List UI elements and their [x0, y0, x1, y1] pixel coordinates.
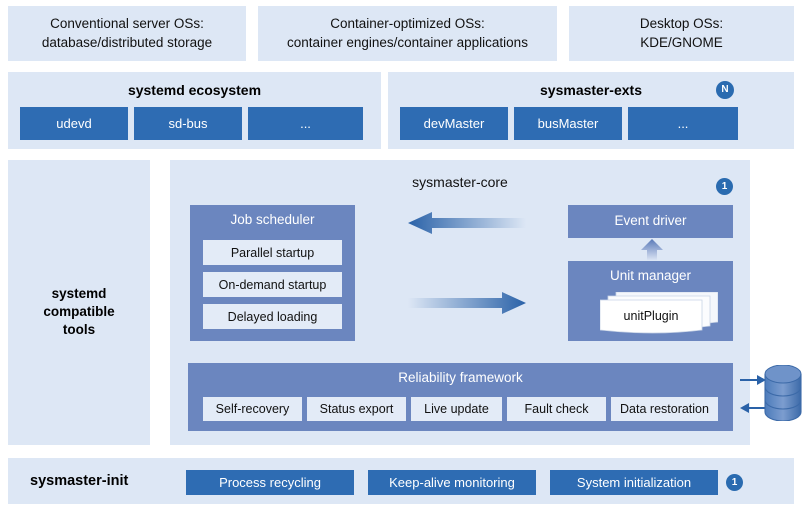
systemd-item-udevd[interactable]: udevd [20, 107, 128, 140]
arrow-right-gradient [408, 292, 526, 314]
job-scheduler-item-parallel-startup[interactable]: Parallel startup [203, 240, 342, 265]
init-item-keep-alive-monitoring[interactable]: Keep-alive monitoring [368, 470, 536, 495]
arrow-up-gradient [641, 239, 663, 261]
os-panel-line1: Conventional server OSs: [50, 16, 204, 32]
reliability-item-fault-check[interactable]: Fault check [507, 397, 606, 421]
os-panel-line2: database/distributed storage [41, 34, 213, 50]
reliability-framework-title: Reliability framework [398, 370, 523, 385]
unit-manager-title: Unit manager [609, 268, 692, 283]
unit-plugin-label: unitPlugin [624, 309, 679, 323]
reliability-item-live-update[interactable]: Live update [411, 397, 502, 421]
systemd-compatible-tools-label: systemd compatible tools [8, 285, 150, 340]
init-item-system-initialization[interactable]: System initialization [550, 470, 718, 495]
job-scheduler-item-on-demand-startup[interactable]: On-demand startup [203, 272, 342, 297]
left-label-line1: systemd [51, 286, 107, 301]
systemd-ecosystem-title: systemd ecosystem [127, 82, 262, 98]
job-scheduler-title: Job scheduler [230, 212, 315, 227]
reliability-item-status-export[interactable]: Status export [307, 397, 406, 421]
exts-item-busmaster[interactable]: busMaster [514, 107, 622, 140]
sysmaster-init-label: sysmaster-init [30, 473, 129, 489]
database-cylinder-icon [764, 365, 802, 421]
arrow-from-database [740, 403, 766, 413]
event-driver-title: Event driver [614, 213, 687, 228]
init-item-process-recycling[interactable]: Process recycling [186, 470, 354, 495]
sysmaster-init-badge: 1 [726, 474, 743, 491]
left-label-line2: compatible [43, 304, 115, 320]
os-panel-desktop: Desktop OSs: KDE/GNOME [569, 6, 794, 61]
event-driver-box: Event driver [568, 205, 733, 238]
reliability-item-self-recovery[interactable]: Self-recovery [203, 397, 302, 421]
exts-item-devmaster[interactable]: devMaster [400, 107, 508, 140]
os-panel-line2: KDE/GNOME [640, 34, 723, 50]
systemd-item-more[interactable]: ... [248, 107, 363, 140]
sysmaster-exts-badge: N [716, 81, 734, 99]
exts-item-more[interactable]: ... [628, 107, 738, 140]
systemd-compatible-tools-panel [8, 160, 150, 445]
os-panel-line1: Desktop OSs: [639, 16, 724, 32]
os-panel-line2: container engines/container applications [287, 34, 528, 50]
systemd-item-sd-bus[interactable]: sd-bus [134, 107, 242, 140]
os-panel-conventional-server: Conventional server OSs: database/distri… [8, 6, 246, 61]
os-panel-line1: Container-optimized OSs: [330, 16, 485, 32]
arrow-left-gradient [408, 212, 526, 234]
sysmaster-core-title: sysmaster-core [412, 174, 508, 190]
reliability-item-data-restoration[interactable]: Data restoration [611, 397, 718, 421]
unit-plugin-stack[interactable]: unitPlugin [600, 292, 718, 334]
os-panel-container-optimized: Container-optimized OSs: container engin… [258, 6, 557, 61]
sysmaster-core-badge: 1 [716, 178, 733, 195]
arrow-to-database [740, 375, 766, 385]
left-label-line3: tools [62, 322, 96, 338]
job-scheduler-item-delayed-loading[interactable]: Delayed loading [203, 304, 342, 329]
sysmaster-exts-title: sysmaster-exts [540, 82, 642, 98]
